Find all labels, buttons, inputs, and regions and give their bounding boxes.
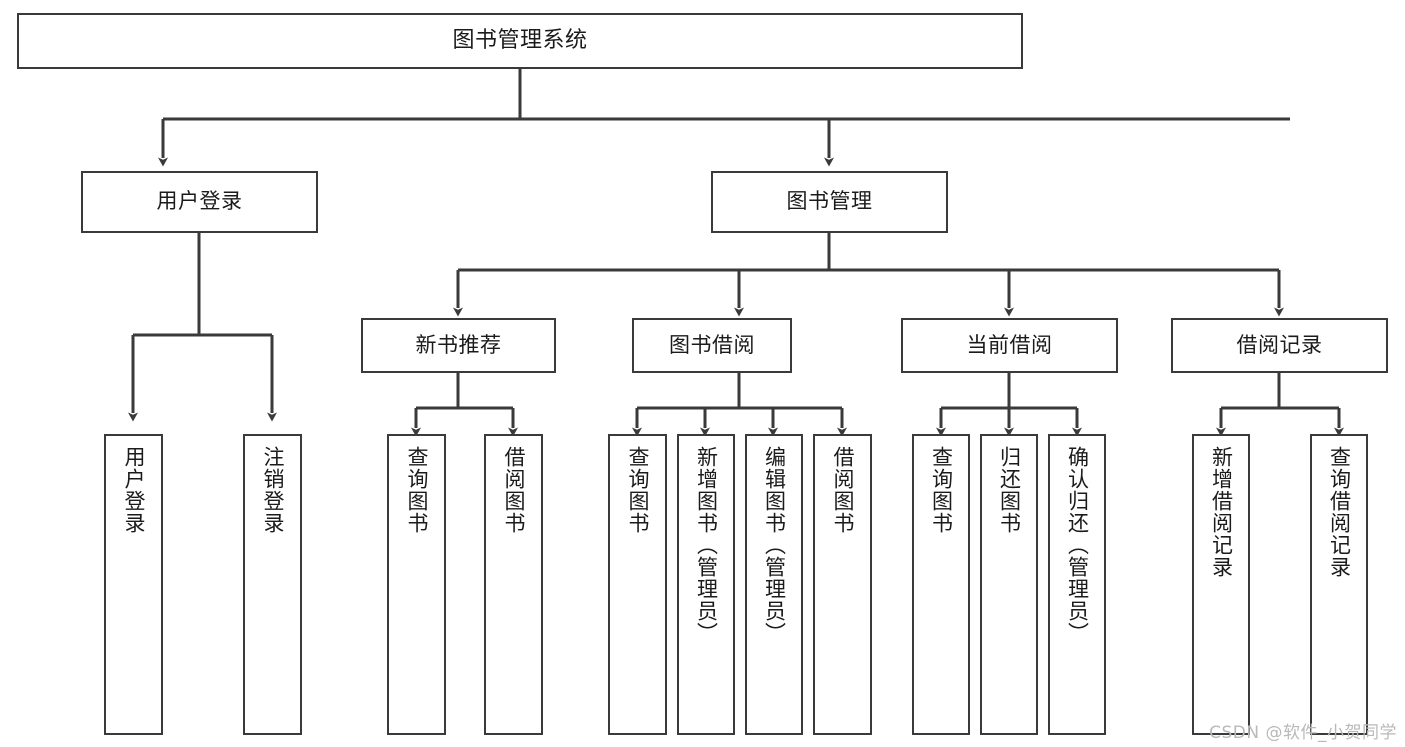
node-user-login[interactable]: 用户登录	[81, 171, 318, 233]
leaf-borrow-book[interactable]: 借阅图书	[813, 434, 872, 735]
node-label: 借阅记录	[1236, 332, 1323, 357]
node-label: 当前借阅	[966, 332, 1053, 357]
leaf-query-book-recommend[interactable]: 查询图书	[387, 434, 446, 735]
node-label: 归还图书	[997, 446, 1022, 534]
csdn-watermark: CSDN @软件_小贺同学	[1209, 723, 1397, 743]
node-book-borrow[interactable]: 图书借阅	[632, 318, 792, 373]
node-new-book-recommend[interactable]: 新书推荐	[361, 318, 556, 373]
node-label: 图书借阅	[669, 332, 755, 357]
node-current-borrow[interactable]: 当前借阅	[901, 318, 1118, 373]
node-borrow-record[interactable]: 借阅记录	[1171, 318, 1388, 373]
node-label: 新增借阅记录	[1209, 446, 1234, 578]
leaf-edit-book-admin[interactable]: 编辑图书（管理员）	[745, 434, 803, 735]
node-label: 图书管理	[786, 189, 873, 214]
leaf-add-book-admin[interactable]: 新增图书（管理员）	[677, 434, 735, 735]
leaf-confirm-return-admin[interactable]: 确认归还（管理员）	[1048, 434, 1106, 735]
node-label: 注销登录	[260, 446, 285, 534]
node-label: 编辑图书（管理员）	[762, 446, 787, 644]
leaf-borrow-book-recommend[interactable]: 借阅图书	[484, 434, 543, 735]
leaf-return-book[interactable]: 归还图书	[980, 434, 1038, 735]
node-label: 查询图书	[625, 446, 650, 534]
node-label: 确认归还（管理员）	[1065, 446, 1090, 644]
leaf-query-borrow-record[interactable]: 查询借阅记录	[1310, 434, 1368, 735]
node-label: 查询图书	[929, 446, 954, 534]
node-label: 借阅图书	[830, 446, 855, 534]
node-label: 新增图书（管理员）	[694, 446, 719, 644]
node-label: 借阅图书	[501, 446, 526, 534]
node-label: 图书管理系统	[452, 27, 588, 53]
node-label: 用户登录	[156, 189, 243, 214]
node-book-management[interactable]: 图书管理	[711, 171, 948, 233]
leaf-user-login[interactable]: 用户登录	[104, 434, 163, 735]
leaf-query-book-borrow[interactable]: 查询图书	[608, 434, 667, 735]
leaf-query-book-current[interactable]: 查询图书	[912, 434, 970, 735]
node-root-book-management-system[interactable]: 图书管理系统	[17, 13, 1023, 69]
node-label: 用户登录	[121, 446, 146, 534]
node-label: 查询借阅记录	[1327, 446, 1352, 578]
node-label: 查询图书	[404, 446, 429, 534]
leaf-add-borrow-record[interactable]: 新增借阅记录	[1192, 434, 1250, 735]
node-label: 新书推荐	[415, 332, 502, 357]
leaf-logout-login[interactable]: 注销登录	[243, 434, 302, 735]
